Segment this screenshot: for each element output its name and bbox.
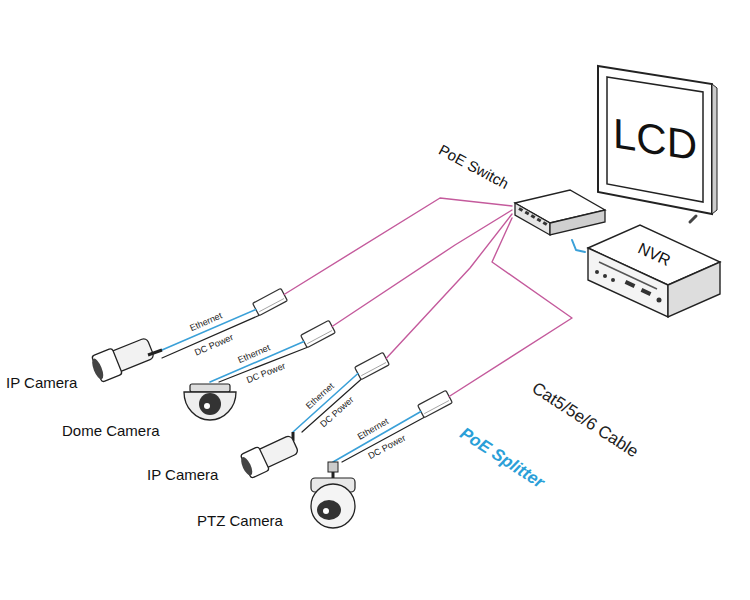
cable-label: Cat5/5e/6 Cable	[526, 377, 643, 462]
lcd-monitor: LCD	[596, 64, 718, 216]
nvr-buttons	[595, 270, 662, 303]
nvr-recorder-outline	[585, 222, 723, 322]
splitter-body	[418, 390, 453, 417]
cable-connector	[162, 198, 512, 358]
ptz-mount	[328, 462, 338, 472]
ptz-lens	[323, 508, 329, 514]
ip-camera: IP Camera	[2, 338, 162, 396]
ptz-window	[317, 500, 341, 520]
nvr-recorder: NVR	[585, 222, 723, 322]
cat5-cable	[449, 218, 572, 397]
splitter-edge	[424, 401, 449, 414]
camera-label: Dome Camera	[62, 422, 160, 439]
ethernet-wire	[333, 412, 421, 463]
cable-connector	[572, 240, 585, 252]
poe-splitter	[253, 288, 288, 315]
cable-connector	[293, 214, 512, 432]
splitter-edge	[307, 331, 332, 344]
switch-side	[550, 210, 605, 235]
cable-connector	[690, 216, 696, 222]
dome-lens	[204, 403, 210, 409]
bullet-camera	[238, 432, 301, 480]
splitter-body	[253, 288, 288, 315]
splitter-edge	[361, 363, 386, 376]
wire-label-ethernet: Ethernet	[354, 415, 392, 443]
ptz-dome	[311, 484, 355, 528]
wire-label-power: DC Power	[243, 360, 289, 386]
poe-switch: PoE Switch	[512, 188, 608, 240]
dome-camera: Dome Camera	[40, 382, 240, 444]
wire-label-power: DC Power	[191, 331, 236, 359]
monitor-depth	[712, 84, 717, 214]
cable	[572, 240, 585, 252]
switch-side	[515, 203, 550, 235]
bullet-camera	[89, 335, 156, 384]
camera-label: PTZ Camera	[197, 512, 283, 529]
cable-connector	[333, 218, 572, 462]
nvr-side	[668, 262, 720, 317]
cable	[690, 216, 696, 222]
dc-power-wire	[302, 380, 361, 433]
dome-base	[190, 384, 230, 392]
cat5-cable	[284, 198, 512, 295]
splitter-edge	[259, 299, 284, 312]
monitor-frame	[598, 66, 712, 214]
poe-splitter	[355, 352, 390, 379]
splitter-body	[355, 352, 390, 379]
device-heading: PoE Switch	[436, 141, 512, 192]
cable-connector	[210, 210, 512, 382]
camera-label: IP Camera	[147, 466, 218, 483]
dome-shell	[184, 392, 236, 420]
poe-splitter	[301, 320, 336, 347]
poe-switch-outline	[512, 188, 608, 240]
nvr-slot	[599, 262, 657, 289]
splitter-body	[301, 320, 336, 347]
ip-camera: IP Camera	[143, 432, 308, 486]
cat5-cable	[386, 214, 512, 359]
splitter-label: PoE Splitter	[455, 422, 550, 493]
wire-label-ethernet: Ethernet	[186, 310, 225, 335]
wire-label-ethernet: Ethernet	[234, 342, 273, 367]
dome-window	[199, 393, 221, 415]
wire-label-power: DC Power	[365, 432, 409, 463]
monitor-screen	[607, 77, 703, 202]
poe-splitter	[418, 390, 453, 417]
ethernet-wire	[293, 374, 358, 433]
cat5-cable	[332, 210, 512, 327]
switch-ports	[518, 207, 547, 226]
camera-label: IP Camera	[6, 374, 77, 391]
camera-mount	[148, 350, 162, 355]
